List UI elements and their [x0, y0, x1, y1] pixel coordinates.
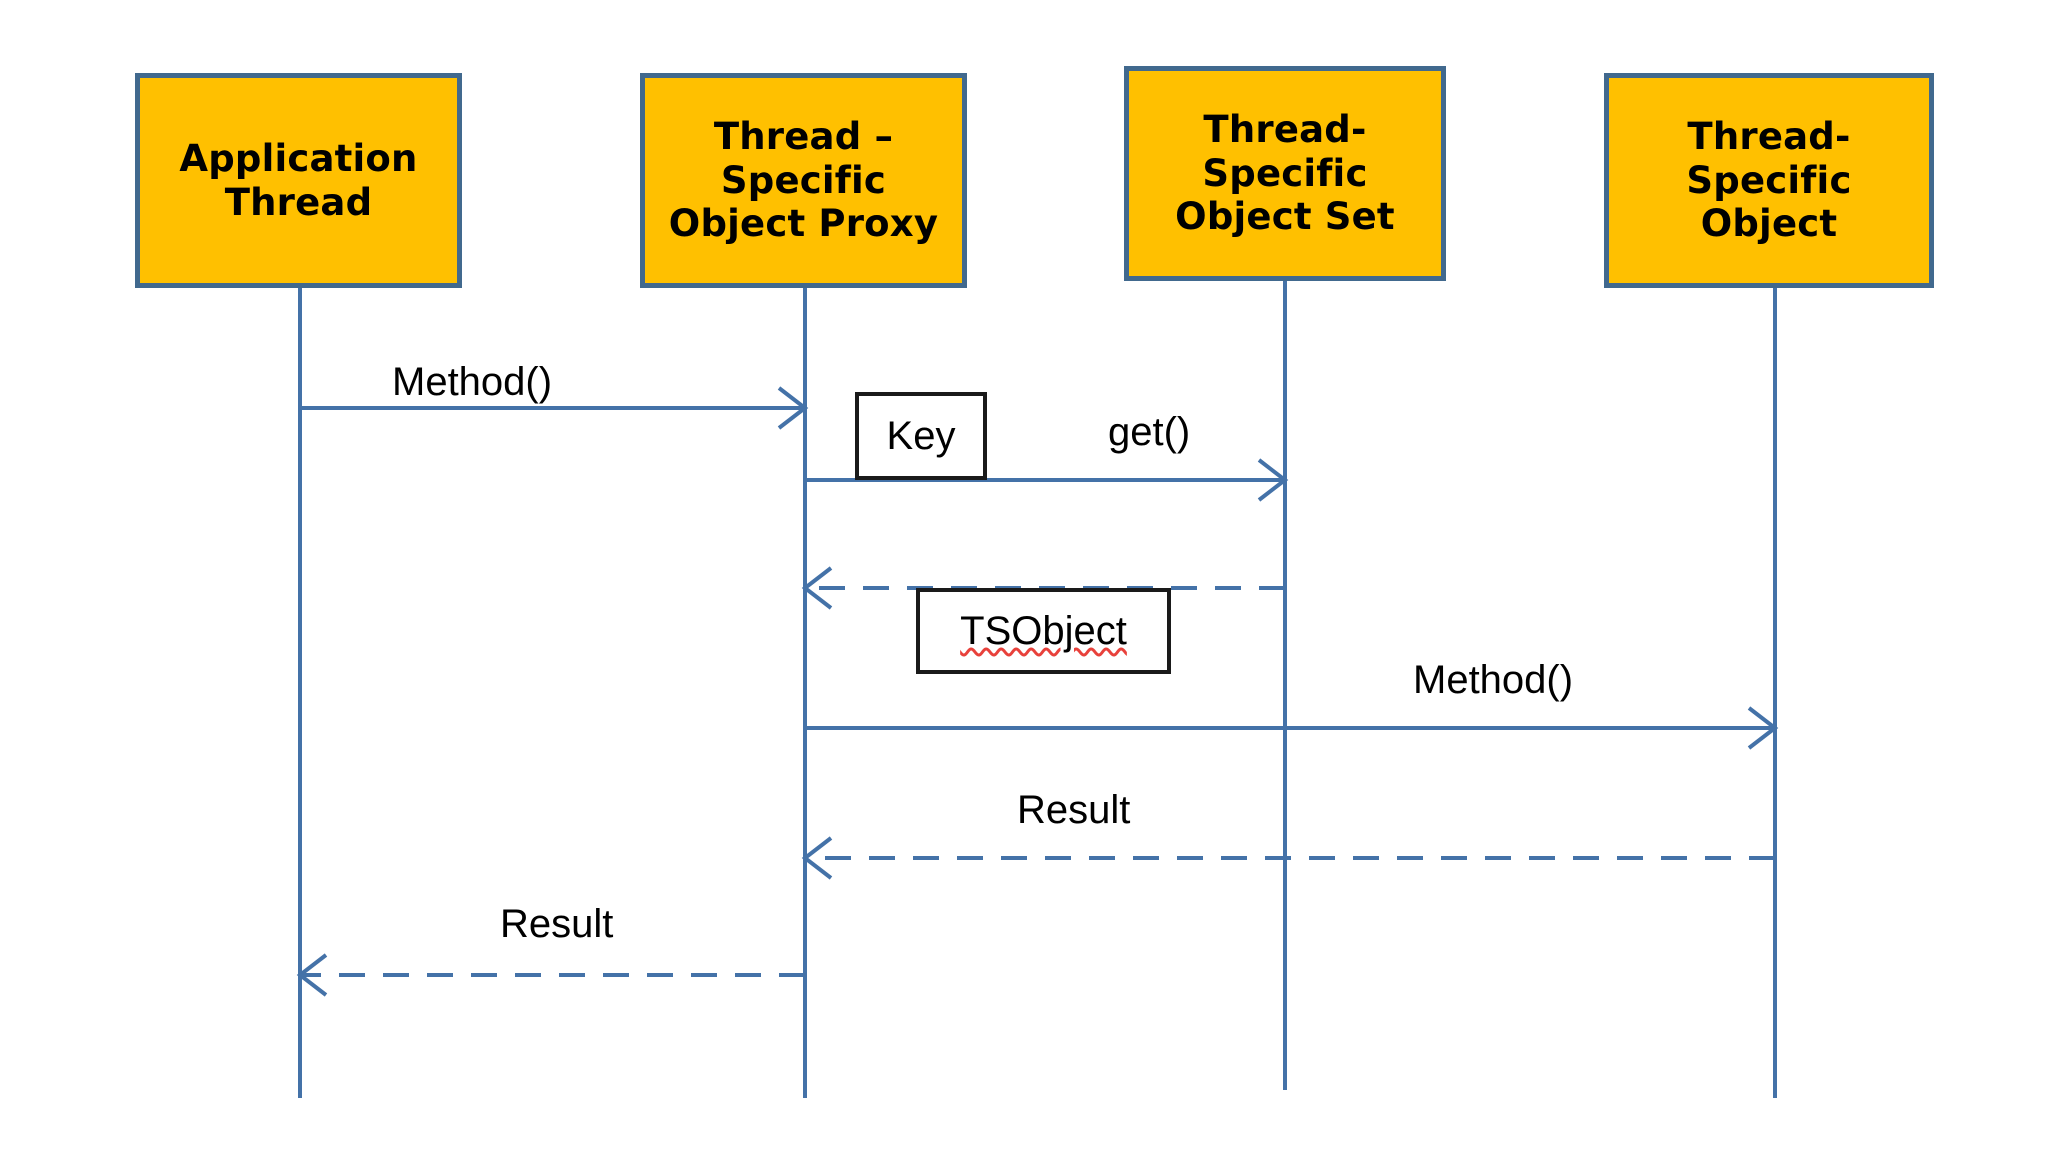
lifeline-thread-specific-object-set	[1283, 281, 1287, 1090]
note-key[interactable]: Key	[855, 392, 987, 480]
message-arrow-m4	[805, 706, 1779, 750]
participant-label: Thread- Specific Object	[1686, 115, 1852, 246]
lifeline-application-thread	[298, 288, 302, 1098]
participant-label: Application Thread	[179, 136, 418, 224]
message-label-get: get()	[1108, 410, 1191, 454]
note-tsobject[interactable]: TSObject	[916, 588, 1171, 674]
note-key-label: Key	[886, 413, 956, 458]
message-label-result-2: Result	[500, 902, 614, 946]
message-arrow-m1	[300, 386, 809, 430]
participant-application-thread[interactable]: Application Thread	[135, 73, 462, 288]
message-arrow-m6	[296, 953, 805, 997]
message-label-method-call-2: Method()	[1413, 658, 1574, 702]
participant-thread-specific-object-set[interactable]: Thread- Specific Object Set	[1124, 66, 1446, 281]
lifeline-thread-specific-object-proxy	[803, 288, 807, 1098]
message-arrow-m5	[801, 836, 1775, 880]
message-label-result-1: Result	[1017, 788, 1131, 832]
message-label-method-call-1: Method()	[392, 360, 553, 404]
participant-label: Thread- Specific Object Set	[1175, 108, 1395, 239]
lifeline-thread-specific-object	[1773, 288, 1777, 1098]
note-tsobject-label: TSObject	[960, 608, 1127, 653]
participant-thread-specific-object[interactable]: Thread- Specific Object	[1604, 73, 1934, 288]
participant-label: Thread – Specific Object Proxy	[668, 115, 939, 246]
participant-thread-specific-object-proxy[interactable]: Thread – Specific Object Proxy	[640, 73, 967, 288]
